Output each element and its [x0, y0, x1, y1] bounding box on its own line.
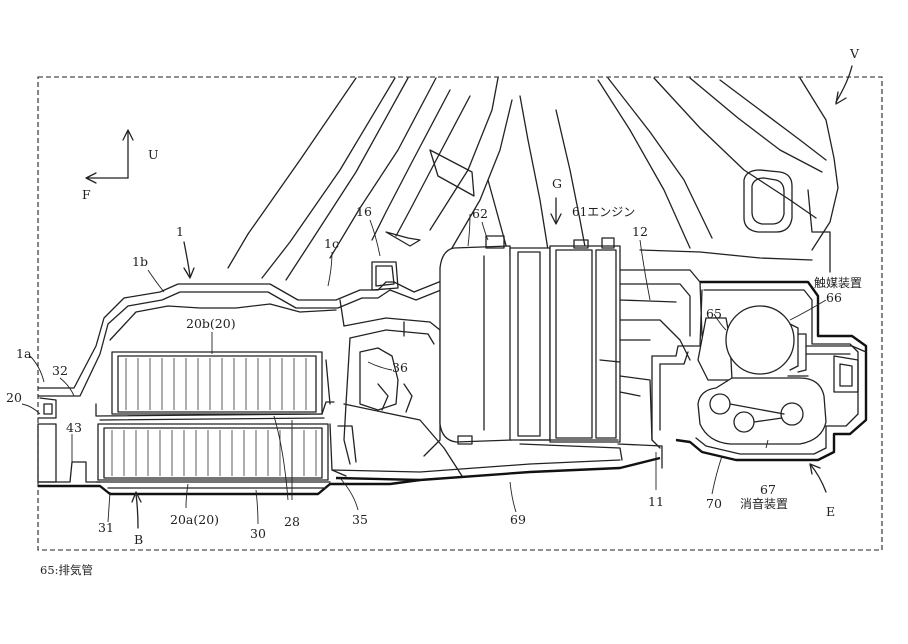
reference-labels: V U F G 1 1b 1c 16 62 61エンジン 12 触媒装置 66 … — [6, 46, 862, 547]
label-67: 67 — [760, 482, 776, 497]
label-e: E — [826, 504, 835, 519]
label-20a: 20a(20) — [170, 512, 219, 527]
label-20b: 20b(20) — [186, 316, 236, 331]
label-12: 12 — [632, 224, 648, 239]
n1-arrow — [183, 241, 191, 277]
label-69: 69 — [510, 512, 526, 527]
v-arrowhead — [835, 91, 847, 105]
e-arrow — [809, 463, 827, 493]
muffler-67 — [697, 377, 827, 445]
legend-note: 65:排気管 — [40, 563, 93, 577]
g-arrowhead — [550, 213, 562, 225]
label-32: 32 — [52, 363, 68, 378]
vehicle-boundary-frame — [37, 76, 883, 551]
rear-end-structure — [37, 397, 421, 496]
label-30: 30 — [250, 526, 266, 541]
label-28: 28 — [284, 514, 300, 529]
label-36: 36 — [392, 360, 408, 375]
label-43: 43 — [66, 420, 82, 435]
label-11: 11 — [648, 494, 664, 509]
label-61: 61エンジン — [572, 205, 635, 219]
label-1: 1 — [176, 224, 184, 239]
b-arrow — [135, 493, 139, 529]
label-muffler: 消音装置 — [740, 496, 788, 511]
label-65: 65 — [706, 306, 722, 321]
label-66: 66 — [826, 290, 842, 305]
b-arrowhead — [131, 491, 142, 503]
label-1b: 1b — [132, 254, 148, 269]
drivetrain-12 — [519, 269, 703, 469]
n1-arrowhead — [183, 267, 195, 279]
engine-61 — [439, 235, 621, 445]
floor-panel — [37, 261, 461, 397]
label-70: 70 — [706, 496, 722, 511]
label-u: U — [148, 147, 159, 162]
label-20: 20 — [6, 390, 22, 405]
middle-frame — [331, 299, 661, 482]
direction-indicator — [85, 129, 134, 184]
battery-cells-upper — [125, 358, 307, 410]
label-16: 16 — [356, 204, 372, 219]
label-v: V — [849, 46, 860, 61]
catalyst-66 — [697, 305, 867, 381]
exhaust-housing — [651, 280, 868, 462]
label-35: 35 — [352, 512, 368, 527]
label-31: 31 — [98, 520, 114, 535]
label-1a: 1a — [16, 346, 32, 361]
label-b: B — [134, 532, 143, 547]
leader-lines — [21, 213, 827, 525]
label-catalyst: 触媒装置 — [814, 276, 862, 290]
label-1c: 1c — [324, 236, 339, 251]
label-f: F — [82, 187, 91, 202]
label-62: 62 — [472, 206, 488, 221]
label-g: G — [552, 176, 562, 191]
battery-assembly — [95, 351, 347, 489]
e-arrowhead — [809, 463, 821, 475]
v-arrow — [835, 65, 853, 103]
